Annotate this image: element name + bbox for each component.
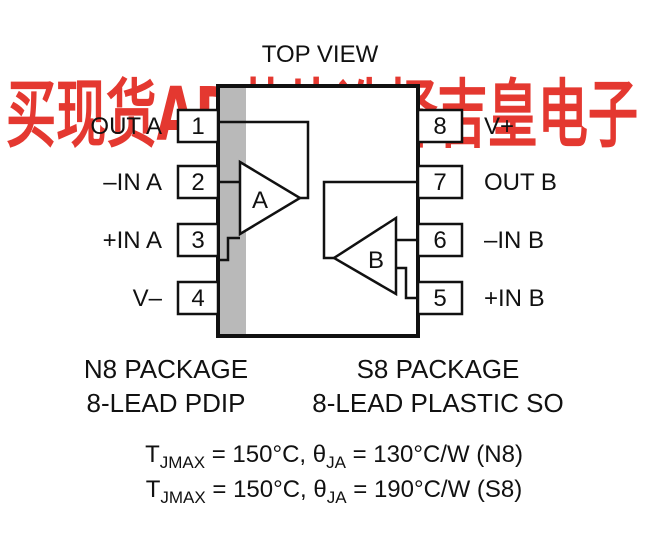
right-pin-8: 8 V+ <box>416 108 514 144</box>
pin-6-number: 6 <box>433 227 446 254</box>
amp-b-triangle <box>331 215 398 297</box>
amp-b-wiring <box>322 180 418 300</box>
pin-4-number: 4 <box>191 285 204 312</box>
amp-a-label: A <box>252 187 268 214</box>
right-pin-6: 6 –IN B <box>416 222 544 258</box>
left-pin-1: 1 OUT A <box>90 108 220 144</box>
package-s8-line2: 8-LEAD PLASTIC SO <box>312 388 563 418</box>
package-n8-line2: 8-LEAD PDIP <box>87 388 246 418</box>
right-pin-5: 5 +IN B <box>416 280 545 316</box>
pin-3-number: 3 <box>191 227 204 254</box>
pin-1-label: OUT A <box>90 113 162 140</box>
pin-4-label: V– <box>133 285 163 312</box>
pin-7-label: OUT B <box>484 169 557 196</box>
thermal-note-s8: TJMAX = 150°C, θJA = 190°C/W (S8) <box>146 476 523 507</box>
left-pin-2: 2 –IN A <box>103 164 220 200</box>
top-view-title: TOP VIEW <box>262 41 379 68</box>
pin-6-label: –IN B <box>484 227 544 254</box>
thermal-note-n8: TJMAX = 150°C, θJA = 130°C/W (N8) <box>145 441 523 472</box>
pin-3-label: +IN A <box>103 227 162 254</box>
pin-5-label: +IN B <box>484 285 545 312</box>
package-outline <box>216 84 420 338</box>
pin-2-label: –IN A <box>103 169 162 196</box>
pin-8-label: V+ <box>484 113 514 140</box>
pin-8-number: 8 <box>433 113 446 140</box>
amp-a-triangle <box>238 159 303 237</box>
pin-1-number: 1 <box>191 113 204 140</box>
pin-7-number: 7 <box>433 169 446 196</box>
right-pin-7: 7 OUT B <box>416 164 557 200</box>
package-n8-line1: N8 PACKAGE <box>84 354 248 384</box>
pin-5-number: 5 <box>433 285 446 312</box>
amp-b-label: B <box>368 247 384 274</box>
left-pin-4: 4 V– <box>133 280 220 316</box>
left-pin-3: 3 +IN A <box>103 222 220 258</box>
pin-2-number: 2 <box>191 169 204 196</box>
package-s8-line1: S8 PACKAGE <box>357 354 520 384</box>
amp-a-wiring <box>218 120 310 262</box>
